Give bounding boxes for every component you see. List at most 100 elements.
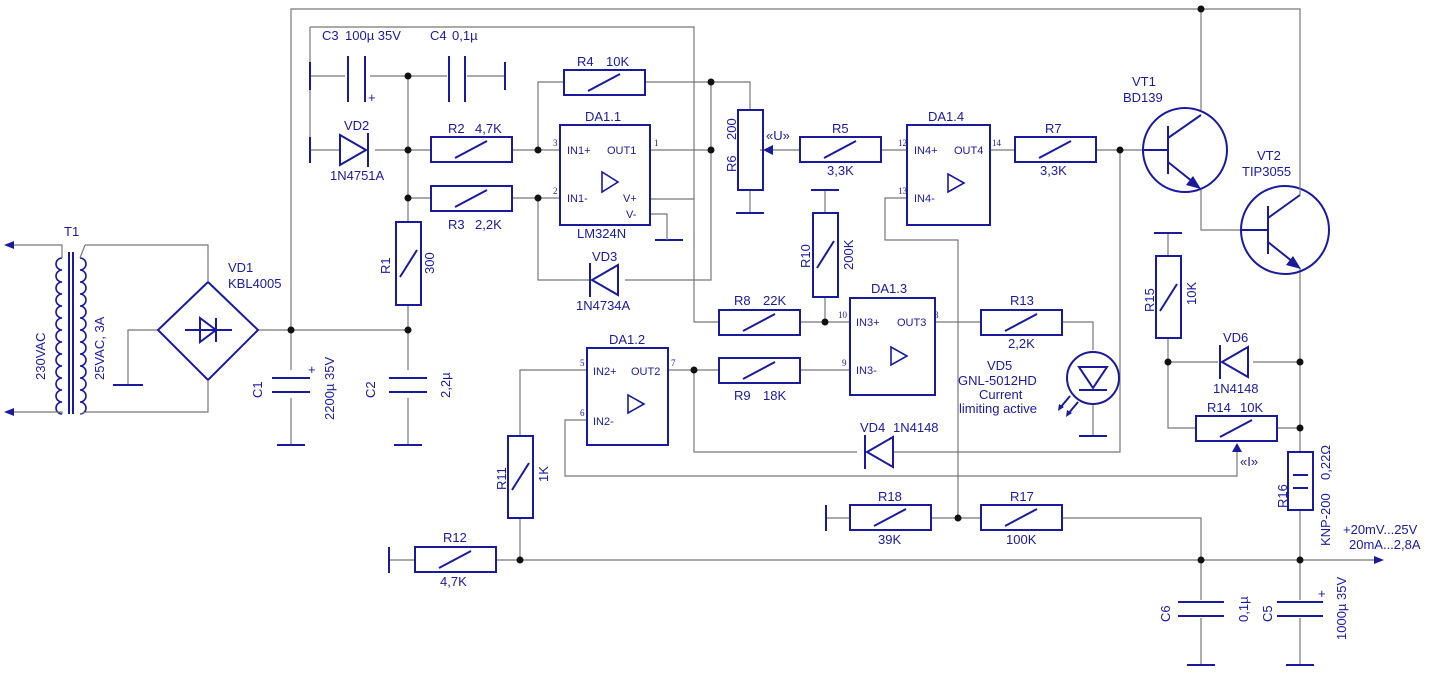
vd1-ref: VD1 (228, 260, 253, 275)
potentiometer-r6: R6 200 «U» (724, 109, 790, 191)
resistor-r1: R1 300 (378, 221, 437, 306)
svg-text:6: 6 (580, 408, 585, 418)
resistor-r11: R11 1K (494, 435, 551, 519)
r5-ref: R5 (832, 121, 849, 136)
diode-vd6: VD6 1N4148 (1213, 330, 1259, 396)
r7-value: 3,3K (1040, 163, 1067, 178)
resistor-r4: R4 10K (563, 54, 646, 96)
da1-4-out: OUT4 (954, 145, 983, 157)
transformer-t1: T1 230VAC 25VAC, 3A (4, 224, 107, 416)
svg-text:2: 2 (553, 186, 558, 196)
r8-value: 22K (763, 293, 786, 308)
opamp-da1-4: IN4+ IN4- OUT4 12 13 14 DA1.4 (898, 109, 1002, 226)
r10-value: 200K (841, 239, 856, 270)
da1-4-in-p: IN4+ (914, 145, 938, 157)
vd4-ref: VD4 (860, 420, 885, 435)
c4-value: 0,1µ (452, 28, 478, 43)
svg-text:3: 3 (553, 138, 558, 148)
vd6-part: 1N4148 (1213, 381, 1259, 396)
transistor-vt2: VT2 TIP3055 (1240, 110, 1330, 275)
diode-vd3: VD3 1N4734A (576, 249, 631, 313)
r15-ref: R15 (1142, 288, 1157, 312)
svg-text:10: 10 (838, 310, 848, 320)
shunt-r16: R16 0,22Ω KNP-200 (1275, 445, 1333, 546)
r1-ref: R1 (378, 257, 393, 274)
r6-label: «U» (766, 128, 790, 143)
resistor-r3: R3 2,2K (430, 185, 513, 232)
r18-ref: R18 (878, 489, 902, 504)
junctions (287, 5, 1304, 564)
vt2-ref: VT2 (1257, 148, 1281, 163)
svg-text:+: + (1318, 586, 1326, 601)
r17-ref: R17 (1010, 489, 1034, 504)
svg-text:+: + (308, 362, 316, 377)
da1-4-ref: DA1.4 (928, 109, 964, 124)
da1-1-in-n: IN1- (567, 193, 588, 205)
r4-ref: R4 (577, 54, 594, 69)
r13-value: 2,2K (1008, 336, 1035, 351)
svg-text:1: 1 (654, 138, 659, 148)
r14-ref: R14 (1207, 400, 1231, 415)
vt1-ref: VT1 (1132, 74, 1156, 89)
c3-value: 100µ 35V (345, 28, 401, 43)
r2-ref: R2 (448, 121, 465, 136)
svg-text:+: + (368, 90, 376, 105)
diode-vd2: VD2 1N4751A (330, 118, 385, 183)
led-vd5: VD5 GNL-5012HD Current limiting active (958, 351, 1120, 417)
r6-ref: R6 (724, 155, 739, 172)
da1-1-vn: V- (626, 209, 637, 221)
capacitor-c6: C6 0,1µ (1158, 596, 1251, 622)
vd3-part: 1N4734A (576, 298, 631, 313)
r10-ref: R10 (798, 244, 813, 268)
resistor-r15: R15 10K (1142, 255, 1199, 339)
capacitor-c4: C4 0,1µ (430, 28, 478, 102)
da1-4-in-n: IN4- (914, 193, 935, 205)
c4-ref: C4 (430, 28, 447, 43)
resistor-r7: R7 3,3K (1014, 121, 1097, 178)
svg-text:5: 5 (580, 358, 585, 368)
vd5-note1: Current (979, 387, 1023, 402)
resistor-r18: R18 39K (849, 489, 932, 547)
diode-vd4: VD4 1N4148 (860, 420, 939, 469)
c1-ref: C1 (250, 381, 265, 398)
vd5-note2: limiting active (959, 401, 1037, 416)
r12-ref: R12 (443, 530, 467, 545)
vd3-ref: VD3 (592, 249, 617, 264)
c2-ref: C2 (363, 381, 378, 398)
capacitor-c2: C2 2,2µ (363, 372, 453, 398)
r3-ref: R3 (448, 217, 465, 232)
svg-text:8: 8 (934, 310, 939, 320)
r9-value: 18K (763, 388, 786, 403)
resistor-r5: R5 3,3K (799, 121, 882, 178)
c1-value: 2200µ 35V (322, 357, 337, 420)
opamp-da1-1: IN1+ IN1- OUT1 V+ V- 3 2 1 DA1.1 LM324N (553, 109, 659, 241)
vt1-part: BD139 (1123, 90, 1163, 105)
svg-text:7: 7 (671, 358, 676, 368)
vd5-ref: VD5 (987, 358, 1012, 373)
capacitor-c1: + C1 2200µ 35V (250, 357, 337, 420)
opamp-da1-3: IN3+ IN3- OUT3 10 9 8 DA1.3 (838, 281, 939, 396)
svg-text:14: 14 (992, 138, 1002, 148)
r11-ref: R11 (494, 467, 509, 490)
r16-part: KNP-200 (1318, 493, 1333, 546)
svg-text:13: 13 (898, 186, 908, 196)
output-terminal: +20mV...25V 20mA...2,8A (1343, 522, 1421, 564)
r4-value: 10K (606, 54, 629, 69)
r18-value: 39K (878, 532, 901, 547)
vd4-part: 1N4148 (893, 420, 939, 435)
r2-value: 4,7K (475, 121, 502, 136)
da1-3-out: OUT3 (897, 317, 926, 329)
resistor-r14: R14 10K «I» (1195, 400, 1278, 469)
resistor-r9: R9 18K (718, 357, 801, 403)
r14-label: «I» (1240, 454, 1258, 469)
r12-value: 4,7K (440, 574, 467, 589)
r1-value: 300 (422, 252, 437, 274)
c6-ref: C6 (1158, 605, 1173, 622)
resistor-r8: R8 22K (718, 293, 801, 336)
t1-ref: T1 (64, 224, 79, 239)
resistor-r13: R13 2,2K (980, 293, 1063, 351)
vt2-part: TIP3055 (1242, 164, 1291, 179)
capacitor-c5: + C5 1000µ 35V (1260, 577, 1349, 640)
vd5-part: GNL-5012HD (958, 373, 1037, 388)
